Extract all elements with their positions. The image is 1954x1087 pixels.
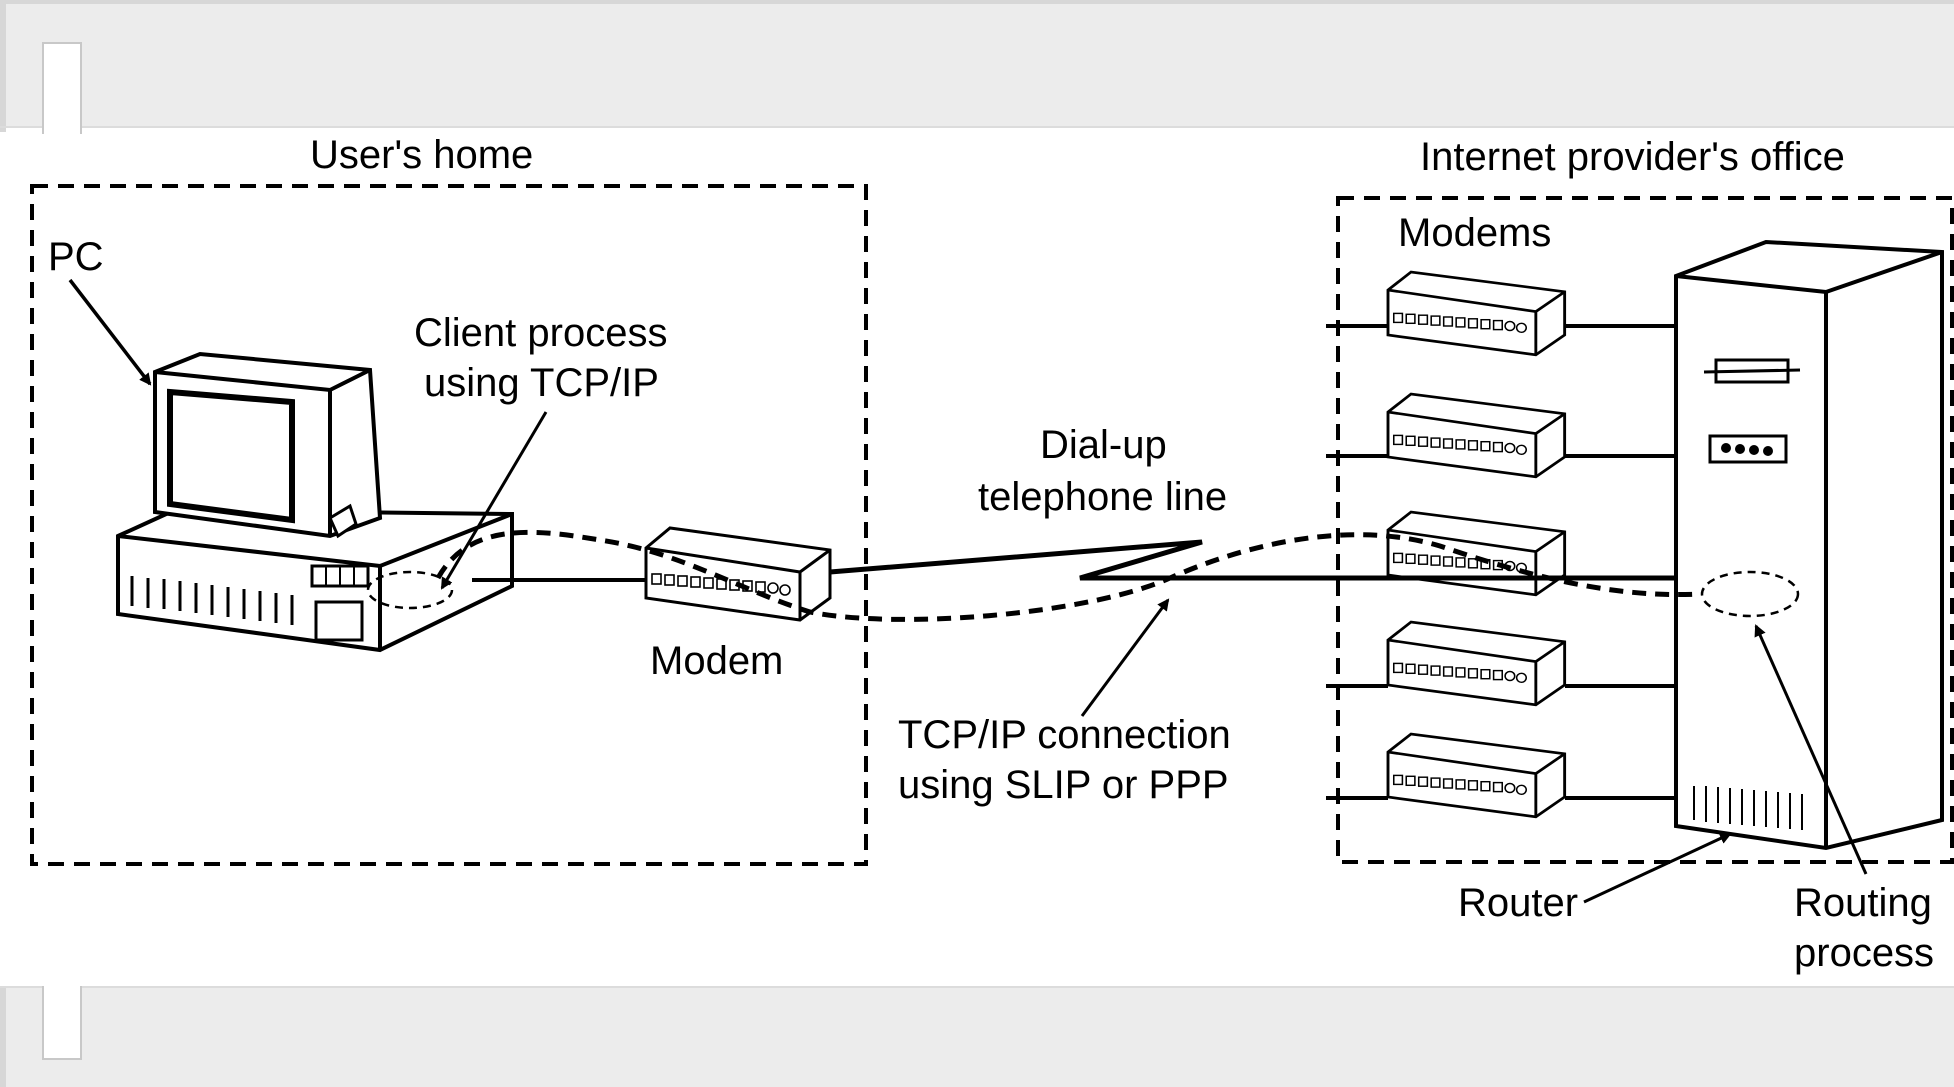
tcpip-connection-label-1: TCP/IP connection <box>898 713 1231 757</box>
client-process-label-2: using TCP/IP <box>424 361 659 405</box>
dialup-label-1: Dial-up <box>1040 423 1167 467</box>
modem-icon <box>1386 392 1567 479</box>
router-arrow <box>1583 832 1732 904</box>
modems-label: Modems <box>1398 211 1551 255</box>
users-home-region <box>30 184 868 866</box>
telephone-line <box>829 539 1676 581</box>
tcpip-connection-path <box>435 529 1701 622</box>
bottom-band <box>0 986 1954 1087</box>
provider-office-region <box>1336 196 1954 864</box>
client-process-arrow <box>440 411 548 590</box>
band-edge <box>0 986 6 1087</box>
modem-icon <box>1386 510 1567 597</box>
band-stripe <box>0 126 1954 128</box>
band-stripe <box>0 986 1954 988</box>
routing-process-label-2: process <box>1794 931 1934 975</box>
routing-process-ellipse <box>1700 570 1800 618</box>
modem-icon <box>1386 620 1567 707</box>
routing-process-label-1: Routing <box>1794 881 1932 925</box>
modem-icon <box>1386 732 1567 819</box>
routing-process-arrow <box>1754 624 1868 875</box>
dialup-label-2: telephone line <box>978 475 1227 519</box>
top-band <box>0 0 1954 134</box>
tcpip-connection-arrow <box>1080 598 1170 717</box>
band-tab <box>42 42 82 134</box>
modem-icon <box>644 526 832 622</box>
modem-label: Modem <box>650 639 783 683</box>
client-process-ellipse <box>366 570 454 610</box>
pc-arrow <box>68 278 152 386</box>
band-tab <box>42 986 82 1060</box>
tcpip-connection-label-2: using SLIP or PPP <box>898 763 1229 807</box>
modem-icon <box>1386 270 1567 357</box>
pc-icon <box>116 351 514 653</box>
router-icon <box>1674 239 1944 851</box>
client-process-label-1: Client process <box>414 311 667 355</box>
band-edge <box>0 4 6 132</box>
router-label: Router <box>1458 881 1578 925</box>
provider-office-label: Internet provider's office <box>1420 135 1845 179</box>
pc-label: PC <box>48 235 104 279</box>
users-home-label: User's home <box>310 133 533 177</box>
